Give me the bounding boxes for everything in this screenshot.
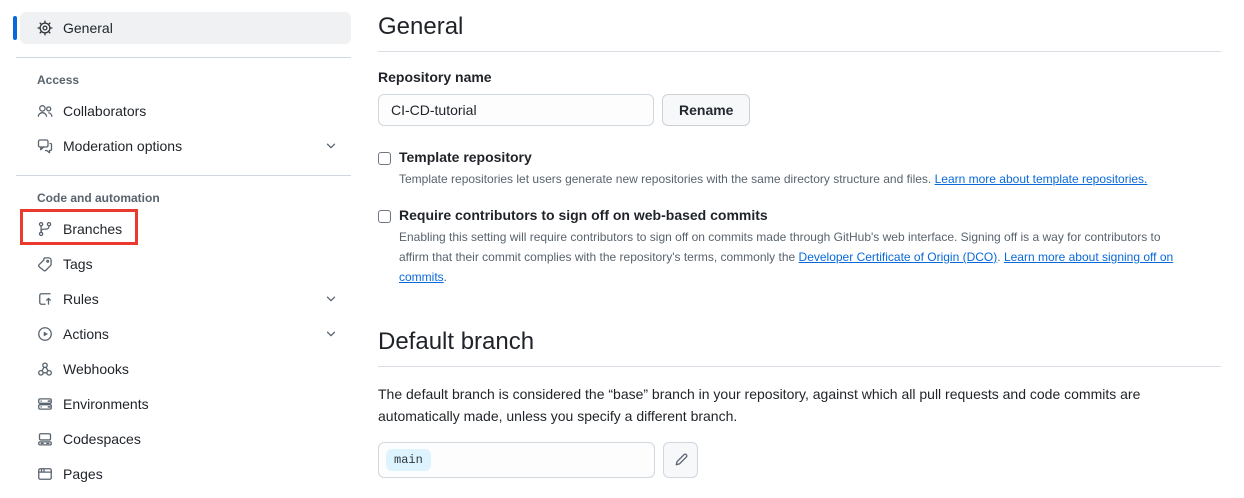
signoff-commits-link[interactable]: Learn more about signing off on commits (399, 250, 1174, 284)
sidebar-item-label: Pages (63, 466, 103, 482)
sidebar-item-label: Collaborators (63, 103, 147, 119)
template-repository-section: Template repository Template repositorie… (378, 149, 1221, 189)
signoff-description: Enabling this setting will require contr… (399, 230, 1174, 284)
gear-icon (37, 20, 53, 36)
signoff-label: Require contributors to sign off on web-… (399, 207, 768, 223)
template-repository-description: Template repositories let users generate… (399, 172, 1148, 186)
sidebar-item-label: General (63, 20, 113, 36)
repository-name-input[interactable] (378, 94, 654, 126)
settings-content: General Repository name Rename Template … (363, 0, 1244, 498)
people-icon (37, 105, 53, 117)
git-branch-icon (38, 221, 52, 237)
sidebar-item-label: Branches (63, 221, 123, 237)
sidebar-item-branches[interactable]: Branches (20, 209, 351, 245)
settings-sidebar: General Access Collaborators Moderation … (0, 0, 363, 498)
comment-discussion-icon (37, 139, 53, 154)
repository-name-label: Repository name (378, 69, 492, 85)
play-icon (38, 327, 52, 341)
sidebar-item-label: Rules (63, 291, 99, 307)
template-repository-label: Template repository (399, 149, 532, 165)
template-repository-checkbox[interactable] (378, 152, 391, 165)
edit-branch-button[interactable] (663, 442, 698, 478)
page-title: General (378, 12, 1221, 52)
webhook-icon (38, 362, 52, 376)
sidebar-item-environments[interactable]: Environments (20, 388, 351, 420)
sidebar-item-moderation-options[interactable]: Moderation options (20, 130, 351, 162)
template-repositories-link[interactable]: Learn more about template repositories. (934, 172, 1148, 186)
default-branch-input[interactable]: main (378, 442, 655, 478)
sidebar-item-general[interactable]: General (13, 12, 351, 44)
sidebar-item-label: Moderation options (63, 138, 183, 154)
sidebar-item-collaborators[interactable]: Collaborators (20, 95, 351, 127)
sidebar-item-webhooks[interactable]: Webhooks (20, 353, 351, 385)
chevron-down-icon (323, 326, 339, 342)
sidebar-item-label: Webhooks (63, 361, 129, 377)
signoff-checkbox[interactable] (378, 210, 391, 223)
browser-icon (38, 468, 52, 480)
rename-button[interactable]: Rename (662, 94, 751, 126)
sidebar-item-label: Codespaces (63, 431, 141, 447)
pencil-icon (675, 453, 687, 466)
sidebar-item-label: Actions (63, 326, 109, 342)
sidebar-section-code-and-automation: Code and automation (37, 191, 160, 205)
sidebar-divider (16, 175, 351, 176)
sidebar-divider (16, 57, 351, 58)
sidebar-item-tags[interactable]: Tags (20, 248, 351, 280)
default-branch-description: The default branch is considered the “ba… (378, 386, 1141, 424)
sidebar-item-actions[interactable]: Actions (20, 318, 351, 350)
server-icon (38, 398, 52, 410)
codespaces-icon (38, 433, 52, 446)
rules-icon (39, 293, 51, 305)
default-branch-row: main (378, 442, 1221, 478)
chevron-down-icon (323, 291, 339, 307)
sidebar-item-rules[interactable]: Rules (20, 283, 351, 315)
sidebar-item-label: Tags (63, 256, 93, 272)
tag-icon (38, 257, 52, 272)
repository-name-row: Rename (378, 94, 1221, 126)
sidebar-item-pages[interactable]: Pages (20, 458, 351, 490)
dco-link[interactable]: Developer Certificate of Origin (DCO) (798, 250, 998, 264)
sidebar-item-label: Environments (63, 396, 149, 412)
default-branch-title: Default branch (378, 327, 1221, 367)
sidebar-item-codespaces[interactable]: Codespaces (20, 423, 351, 455)
branch-name-badge: main (386, 449, 431, 471)
chevron-down-icon (323, 138, 339, 154)
sidebar-section-access: Access (37, 73, 80, 87)
signoff-section: Require contributors to sign off on web-… (378, 207, 1221, 287)
